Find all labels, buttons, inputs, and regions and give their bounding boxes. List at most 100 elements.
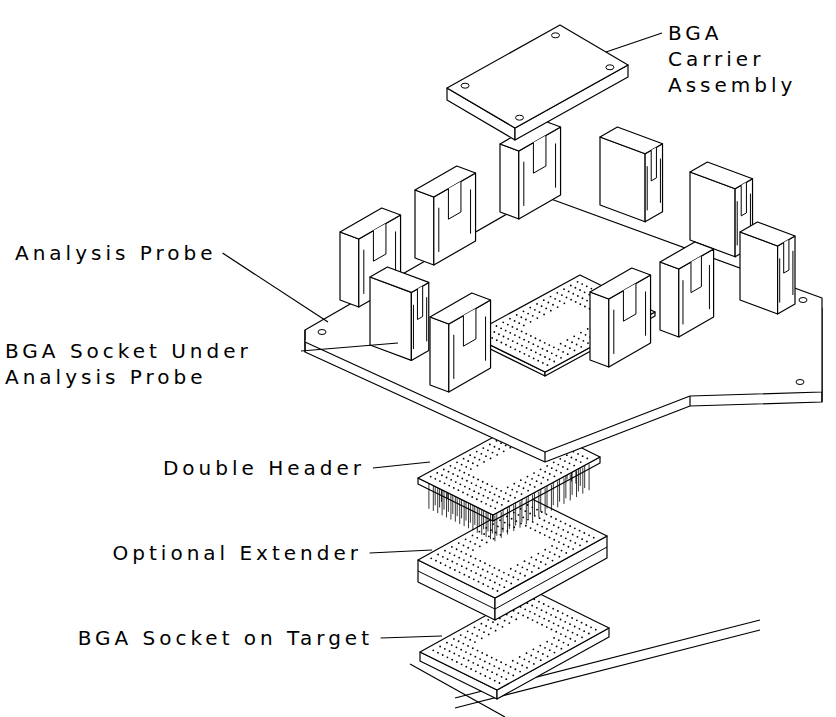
- contact: [493, 331, 495, 333]
- contact: [474, 641, 476, 643]
- contact: [522, 516, 524, 518]
- contact: [567, 531, 569, 533]
- contact: [584, 306, 586, 308]
- part-label: BGA Socket on Target: [78, 625, 375, 651]
- contact: [519, 573, 521, 575]
- contact: [484, 675, 486, 677]
- contact: [496, 502, 498, 504]
- contact: [448, 471, 450, 473]
- contact: [586, 285, 588, 287]
- contact: [572, 534, 574, 536]
- contact: [451, 546, 453, 548]
- contact: [537, 360, 539, 362]
- contact: [456, 461, 458, 463]
- contact: [528, 661, 530, 663]
- pin: [490, 513, 491, 539]
- contact: [571, 341, 573, 343]
- contact: [509, 332, 511, 334]
- contact: [517, 612, 519, 614]
- contact: [535, 337, 537, 339]
- contact: [443, 469, 445, 471]
- contact: [540, 483, 542, 485]
- contact: [518, 322, 520, 324]
- contact: [472, 662, 474, 664]
- contact: [552, 304, 554, 306]
- contact: [542, 348, 544, 350]
- contact: [468, 561, 470, 563]
- contact: [498, 448, 500, 450]
- contact: [537, 651, 539, 653]
- contact: [534, 309, 536, 311]
- contact: [560, 648, 562, 650]
- contact: [503, 336, 505, 338]
- contact: [470, 653, 472, 655]
- contact: [529, 307, 531, 309]
- contact: [501, 676, 503, 678]
- pin: [570, 474, 571, 500]
- contact: [458, 542, 460, 544]
- contact: [472, 549, 474, 551]
- contact: [582, 297, 584, 299]
- contact: [542, 555, 544, 557]
- contact: [466, 480, 468, 482]
- contact: [503, 670, 505, 672]
- contact: [517, 564, 519, 566]
- leader-line: [381, 636, 442, 638]
- contact: [536, 622, 538, 624]
- contact: [476, 451, 478, 453]
- probe-connector: [740, 222, 795, 314]
- contact: [544, 471, 546, 473]
- contact: [434, 478, 436, 480]
- contact: [498, 569, 500, 571]
- contact: [562, 612, 564, 614]
- contact: [445, 564, 447, 566]
- contact: [565, 636, 567, 638]
- contact: [554, 652, 556, 654]
- contact: [568, 291, 570, 293]
- contact: [463, 472, 465, 474]
- contact: [553, 461, 555, 463]
- contact: [525, 525, 527, 527]
- contact: [490, 505, 492, 507]
- contact: [544, 549, 546, 551]
- contact: [480, 453, 482, 455]
- contact: [544, 647, 546, 649]
- contact: [449, 567, 451, 569]
- contact: [555, 470, 557, 472]
- pin: [545, 488, 546, 514]
- contact: [457, 475, 459, 477]
- contact: [570, 299, 572, 301]
- contact: [474, 656, 476, 658]
- connector-slot: [660, 159, 661, 203]
- contact: [576, 634, 578, 636]
- contact: [523, 339, 525, 341]
- contact: [595, 629, 597, 631]
- contact: [531, 571, 533, 573]
- pin: [551, 485, 552, 511]
- pin: [526, 498, 527, 524]
- contact: [446, 477, 448, 479]
- contact: [489, 491, 491, 493]
- contact: [486, 654, 488, 656]
- probe-connector: [600, 127, 663, 222]
- contact: [531, 605, 533, 607]
- contact: [505, 492, 507, 494]
- contact: [550, 296, 552, 298]
- contact: [500, 342, 502, 344]
- contact: [539, 532, 541, 534]
- contact: [469, 541, 471, 543]
- contact: [489, 663, 491, 665]
- contact: [533, 663, 535, 665]
- contact: [504, 620, 506, 622]
- contact: [462, 492, 464, 494]
- mount-hole: [799, 298, 807, 303]
- connector-slot: [523, 162, 524, 206]
- contact: [572, 548, 574, 550]
- contact: [465, 538, 467, 540]
- contact: [558, 349, 560, 351]
- connector-slot: [470, 189, 471, 233]
- pin: [520, 502, 521, 528]
- part-label: BGA Socket Under Analysis Probe: [5, 338, 295, 390]
- contact: [465, 637, 467, 639]
- contact: [459, 571, 461, 573]
